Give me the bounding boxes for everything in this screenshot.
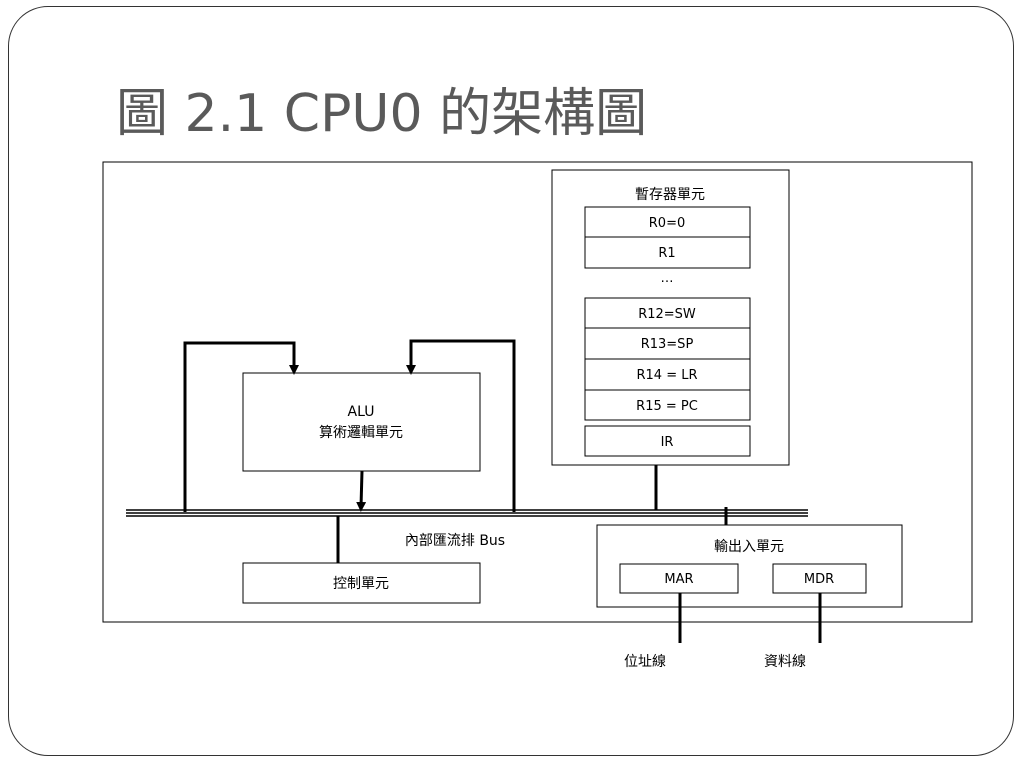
register-r13: R13=SP: [641, 337, 694, 352]
slide-frame: [8, 6, 1014, 756]
mar-label: MAR: [664, 572, 693, 587]
register-ir: IR: [661, 435, 674, 450]
bus-label: 內部匯流排 Bus: [405, 533, 505, 549]
control-unit: 控制單元: [242, 562, 481, 604]
alu-label: 算術邏輯單元: [319, 425, 403, 441]
alu-box: [242, 372, 481, 472]
register-r13-box: [584, 327, 751, 360]
register-ir-box: [584, 425, 751, 457]
register-r1-box: [584, 236, 751, 269]
diagram-outer-box: [102, 161, 973, 623]
register-r14: R14 = LR: [636, 368, 697, 383]
mdr-label: MDR: [804, 572, 834, 587]
register-ellipsis: …: [661, 271, 674, 286]
register-r0: R0=0: [649, 216, 685, 231]
register-r15-box: [584, 389, 751, 421]
register-r14-box: [584, 358, 751, 391]
register-r15: R15 = PC: [636, 399, 698, 414]
alu-input-b-line: [406, 339, 516, 512]
slide-title: 圖 2.1 CPU0 的架構圖: [116, 84, 648, 144]
alu-input-a-line: [183, 341, 299, 512]
mar-box: [619, 563, 739, 594]
register-r1: R1: [658, 246, 675, 261]
io-unit-title: 輸出入單元: [714, 539, 784, 555]
register-r0-box: [584, 206, 751, 238]
mdr-box: [772, 563, 867, 594]
alu-name: ALU: [348, 404, 375, 420]
control-unit-box: [242, 562, 481, 604]
data-line-label: 資料線: [764, 654, 806, 670]
internal-bus: [126, 509, 808, 517]
register-unit: 暫存器單元 R0=0 R1 … R12=SW R13=SP R14 = LR R…: [551, 169, 790, 466]
register-unit-title: 暫存器單元: [635, 187, 705, 203]
io-unit: 輸出入單元 MAR MDR: [596, 524, 903, 608]
control-unit-label: 控制單元: [333, 576, 389, 592]
address-line-label: 位址線: [624, 654, 666, 670]
register-r12: R12=SW: [638, 307, 696, 322]
alu-unit: ALU 算術邏輯單元: [242, 372, 481, 472]
alu-output-line: [356, 470, 367, 512]
